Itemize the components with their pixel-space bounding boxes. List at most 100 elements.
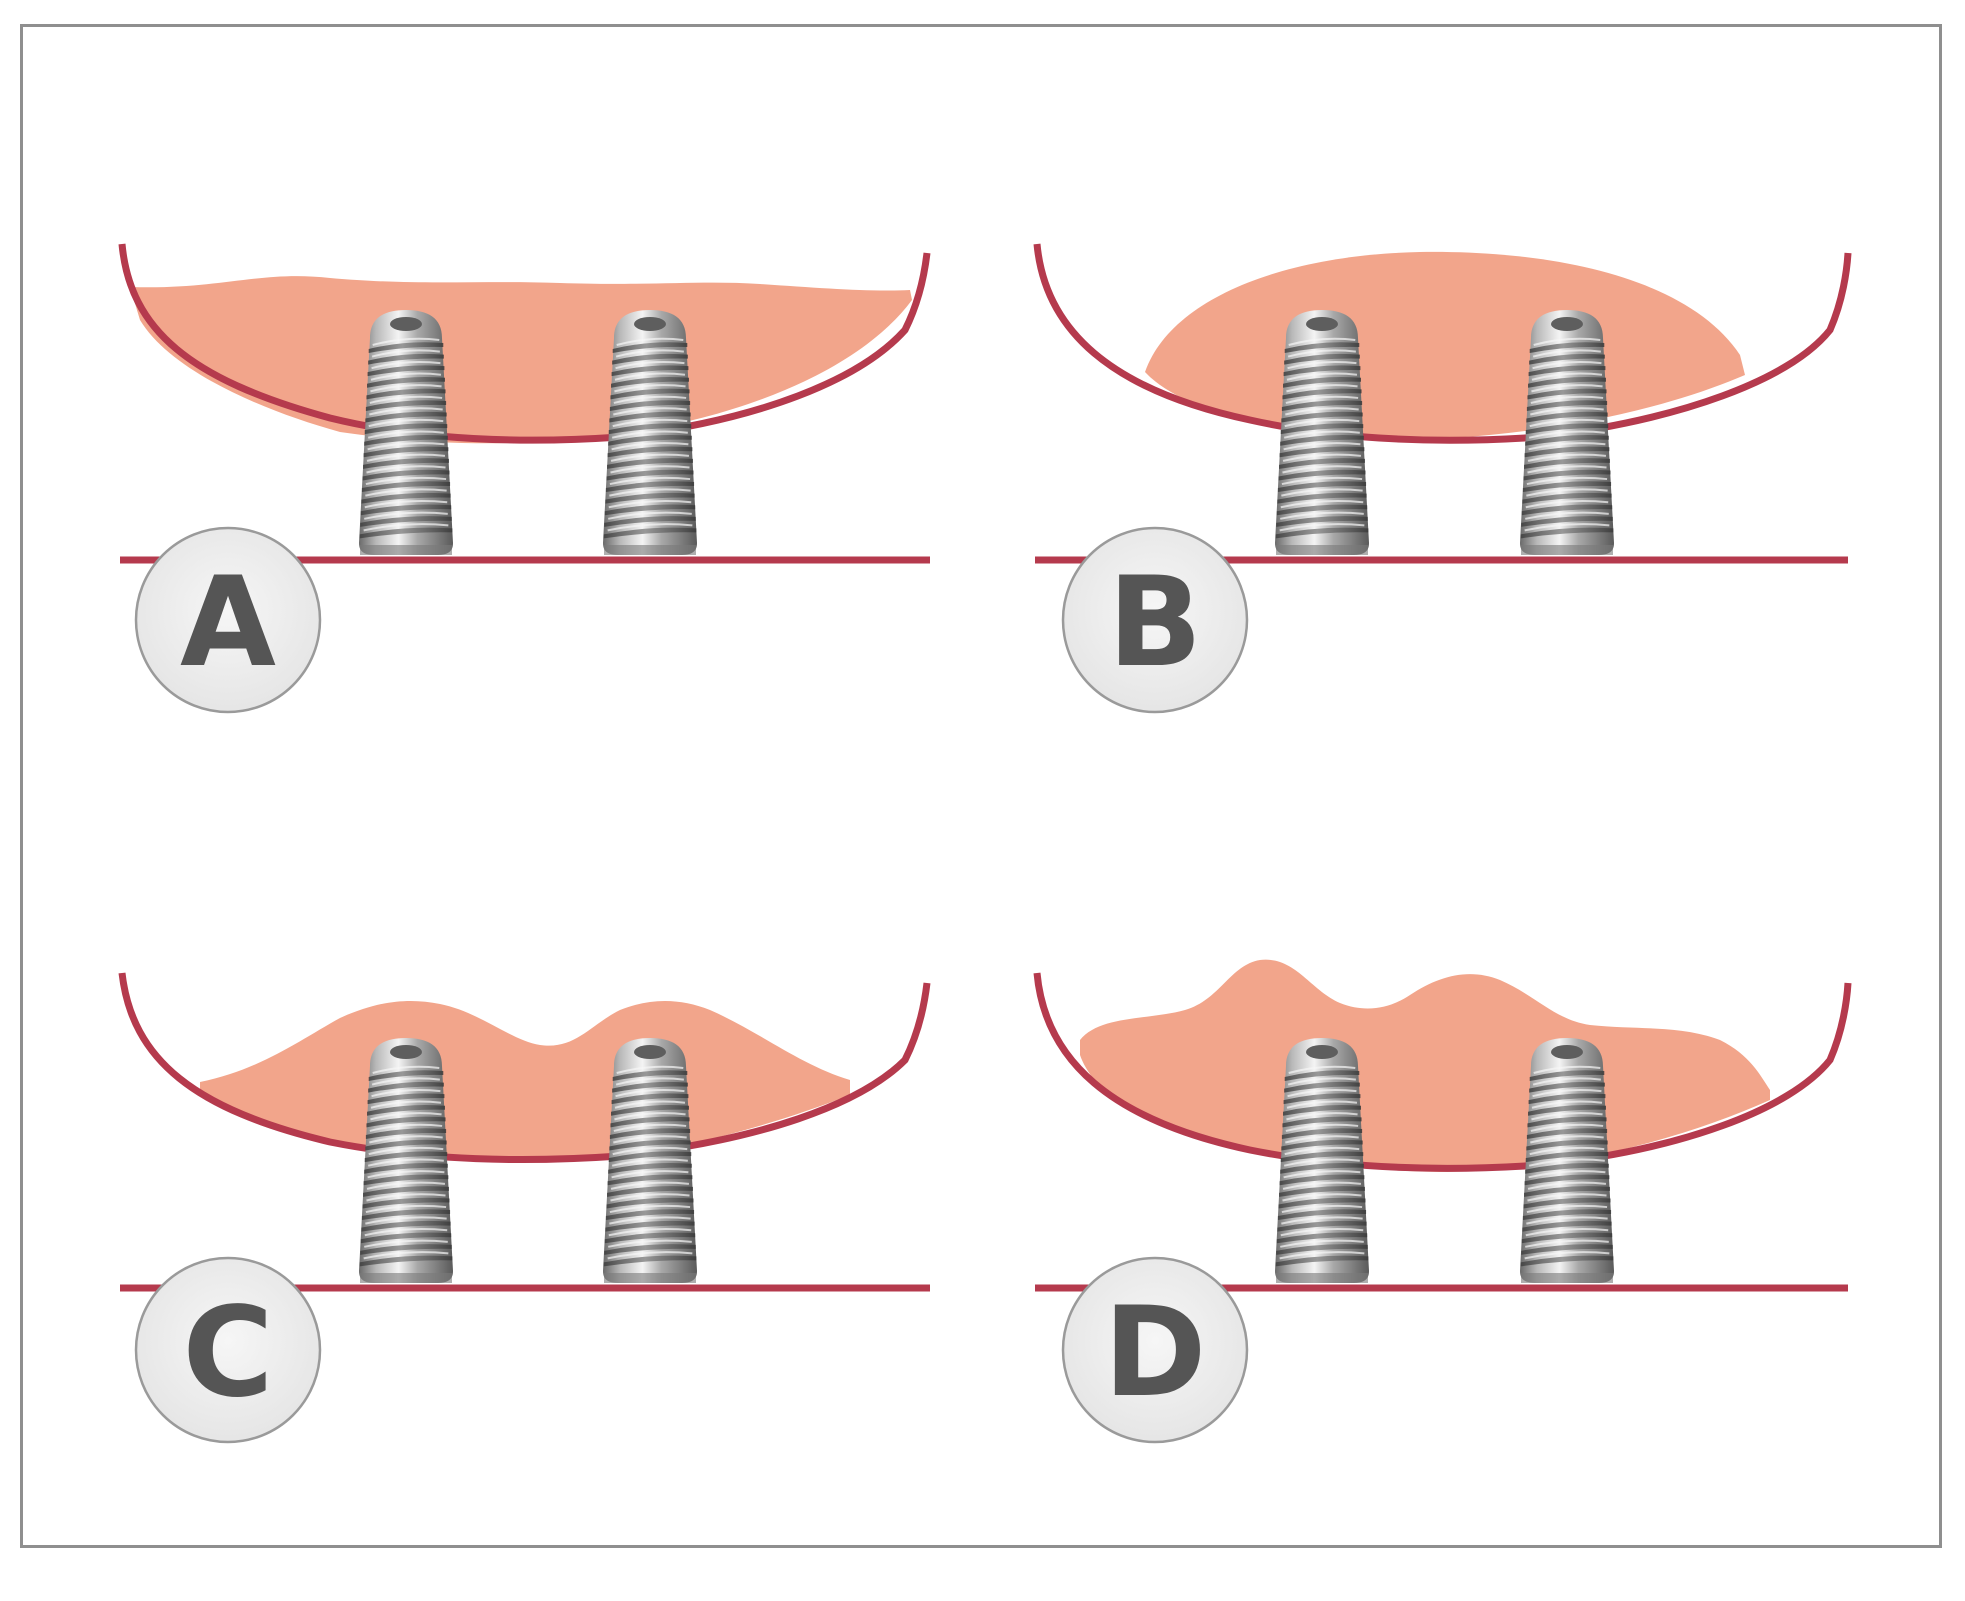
implant-thread-highlight <box>1527 453 1607 462</box>
implant-thread <box>1525 423 1609 435</box>
implant-thread-highlight <box>611 442 689 451</box>
implant-thread-highlight <box>615 349 684 358</box>
implant-thread <box>368 353 444 365</box>
implant-thread-highlight <box>611 1158 688 1167</box>
implant-thread-highlight <box>1281 476 1363 486</box>
implant-thread-highlight <box>1531 1112 1603 1121</box>
implant-thread <box>362 1197 450 1209</box>
implant-thread-highlight <box>1279 1251 1365 1260</box>
implant-thread-highlight <box>1285 1123 1359 1132</box>
bone-curve-a <box>118 243 931 444</box>
implant-thread <box>1525 1162 1609 1174</box>
implant-thread <box>610 1116 690 1128</box>
implant-thread <box>605 1220 695 1232</box>
implant-thread <box>610 388 690 400</box>
implant-thread <box>608 1151 692 1163</box>
implant-thread-highlight <box>1286 384 1358 393</box>
implant-thread <box>607 446 693 458</box>
implant-thread-highlight <box>1286 372 1358 381</box>
implant-thread-highlight <box>1287 1088 1357 1098</box>
implant-thread-highlight <box>371 349 440 358</box>
implant-thread <box>1281 1128 1363 1139</box>
graft-dome <box>1145 251 1745 440</box>
implant-thread <box>1528 365 1606 377</box>
implant-thread-highlight <box>370 1112 442 1121</box>
implant-thread-highlight <box>366 1181 446 1190</box>
implant-thread-highlight <box>365 1204 447 1214</box>
badge-c: C <box>134 1256 322 1444</box>
implant-thread <box>367 1105 445 1116</box>
implant-socket <box>1551 1045 1583 1059</box>
implant-thread <box>612 1070 688 1081</box>
implant-thread-highlight <box>1530 395 1604 404</box>
implant-thread-highlight <box>363 523 449 532</box>
implant-thread-highlight <box>1531 384 1603 393</box>
implant-thread <box>611 377 689 388</box>
implant-thread <box>364 1162 448 1174</box>
implant-thread <box>360 1244 452 1255</box>
implant-thread <box>605 492 695 504</box>
panel-a <box>118 243 931 564</box>
bone-curve-c <box>118 972 931 1163</box>
implant-thread <box>1522 1209 1612 1221</box>
implant-thread-highlight <box>1285 1135 1359 1144</box>
implant-socket <box>390 1045 422 1059</box>
implant-thread <box>1529 1070 1605 1081</box>
implant-thread <box>1278 469 1366 481</box>
implant-thread-highlight <box>610 465 690 474</box>
implant-thread <box>1277 481 1367 493</box>
implant-thread-highlight <box>366 465 446 474</box>
implant-thread <box>368 1081 444 1093</box>
implant-thread-highlight <box>363 1251 449 1260</box>
implant-thread <box>611 1105 689 1116</box>
implant-thread-highlight <box>1529 418 1605 428</box>
implant-thread-highlight <box>607 523 693 532</box>
implant-thread-highlight <box>1526 1204 1608 1214</box>
implant-thread <box>611 365 689 377</box>
implant-thread <box>1275 1255 1369 1267</box>
implant-thread-highlight <box>1280 511 1364 520</box>
implant-thread-highlight <box>1530 407 1604 416</box>
implant-thread-highlight <box>367 442 445 451</box>
implant-thread <box>1279 458 1365 469</box>
implant-thread-highlight <box>614 1112 686 1121</box>
implant-collar <box>360 545 452 555</box>
implant-thread <box>362 469 450 481</box>
implant-thread-highlight <box>1281 1216 1363 1225</box>
implant-thread-highlight <box>615 1077 684 1086</box>
implant-thread <box>1529 353 1605 365</box>
implant-thread <box>365 411 447 423</box>
implant-thread-highlight <box>608 511 692 520</box>
badge-label-d: D <box>1104 1281 1207 1425</box>
implant-thread <box>1282 388 1362 400</box>
implant-c1 <box>359 1038 453 1283</box>
implant-thread-highlight <box>369 1123 443 1132</box>
implant-thread-highlight <box>1527 1193 1607 1202</box>
implant-thread <box>609 1128 691 1139</box>
badge-b: B <box>1061 526 1249 714</box>
implant-thread-highlight <box>1530 1123 1604 1132</box>
implant-thread <box>359 527 453 539</box>
implant-thread-highlight <box>367 430 444 439</box>
implant-thread <box>366 388 446 400</box>
implant-a2 <box>603 310 697 555</box>
implant-thread-highlight <box>612 418 688 428</box>
implant-thread-highlight <box>370 372 442 381</box>
implant-thread <box>364 423 448 435</box>
implant-thread <box>609 411 691 423</box>
implant-thread <box>1522 481 1612 493</box>
implant-thread <box>609 1139 691 1151</box>
implant-thread <box>612 1081 688 1093</box>
implant-thread-highlight <box>368 1146 444 1156</box>
implant-thread-highlight <box>366 453 446 462</box>
badge-label-b: B <box>1108 551 1203 695</box>
implant-thread-highlight <box>1532 1077 1601 1086</box>
implant-thread <box>360 504 452 516</box>
implant-a1 <box>359 310 453 555</box>
implant-thread <box>612 342 688 353</box>
implant-thread <box>1527 1116 1607 1128</box>
implant-thread <box>1283 1105 1361 1116</box>
implant-thread-highlight <box>614 372 686 381</box>
implant-thread-highlight <box>613 395 687 404</box>
